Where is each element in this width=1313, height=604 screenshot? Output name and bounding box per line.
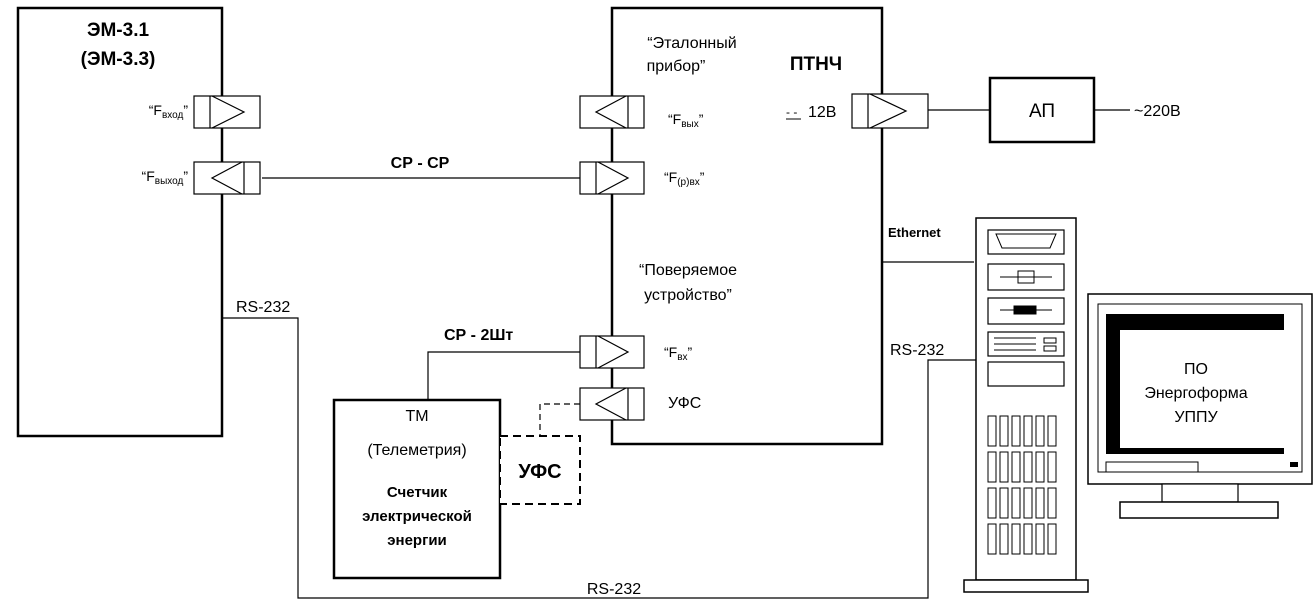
- connector-left-icon: [594, 387, 627, 421]
- cp-2sht-label: СР - 2Шт: [444, 327, 513, 344]
- tm-line4: электрической: [362, 508, 472, 525]
- monitor-line2: Энергоформа: [1144, 385, 1247, 402]
- ptnch-block: [610, 6, 884, 446]
- ufs-block-label: УФС: [518, 461, 561, 483]
- ptnch-title: ПТНЧ: [790, 54, 842, 75]
- power-12v-label: 12В: [808, 104, 836, 121]
- ethernet-label: Ethernet: [888, 225, 941, 240]
- connector-right-icon: [597, 161, 630, 195]
- ufs-block: [499, 435, 581, 505]
- ptnch-fout-label: “Fвых”: [668, 111, 704, 130]
- dc-symbol: - -: [786, 105, 797, 119]
- mains-label: ~220В: [1134, 103, 1181, 120]
- ptnch-fin-label: “Fвх”: [664, 344, 693, 363]
- dut-line2: устройство”: [644, 287, 732, 304]
- ap-label: АП: [1029, 101, 1055, 122]
- em-title-line1: ЭМ-3.1: [87, 20, 150, 41]
- ptnch-port-ufs: [579, 387, 645, 421]
- pc-rs232-label: RS-232: [890, 342, 944, 359]
- ap-block: [988, 76, 1096, 144]
- ptnch-port-power: [851, 93, 929, 129]
- rs232-cable: [222, 317, 976, 599]
- dut-line1: “Поверяемое: [639, 262, 737, 279]
- ref-device-line2: прибор”: [647, 58, 706, 75]
- ref-device-line1: “Эталонный: [647, 35, 736, 52]
- connector-right-icon: [869, 93, 908, 129]
- monitor-line1: ПО: [1184, 361, 1208, 378]
- em-port-out-label: “Fвыход”: [142, 168, 189, 187]
- cp-2sht-cable: [427, 351, 580, 400]
- connector-right-icon: [597, 335, 630, 369]
- em-rs232-label: RS-232: [236, 299, 290, 316]
- ptnch-ufs-label: УФС: [668, 395, 701, 412]
- em-title-line2: (ЭМ-3.3): [81, 49, 156, 70]
- bottom-rs232-label: RS-232: [587, 581, 641, 598]
- tm-line2: (Телеметрия): [367, 442, 466, 459]
- ptnch-port-fpin: [579, 161, 645, 195]
- ufs-link: [539, 403, 580, 436]
- cp-cp-label: СР - СР: [391, 155, 450, 172]
- connector-left-icon: [210, 161, 243, 195]
- monitor-line3: УППУ: [1174, 409, 1218, 426]
- ptnch-port-fout: [579, 95, 645, 129]
- tm-line5: энергии: [387, 532, 447, 549]
- tm-line3: Счетчик: [387, 484, 448, 501]
- connection-lines: [222, 109, 1130, 599]
- em-port-out: [193, 161, 261, 195]
- ptnch-port-fin: [579, 335, 645, 369]
- em-block: [16, 6, 224, 438]
- em-port-in-label: “Fвход”: [149, 102, 189, 121]
- ptnch-fpin-label: “F(р)вх”: [664, 169, 705, 188]
- tm-line1: ТМ: [405, 408, 428, 425]
- connector-left-icon: [594, 95, 627, 129]
- monitor-icon: [1087, 293, 1313, 519]
- connector-right-icon: [211, 95, 246, 129]
- em-port-in: [193, 95, 261, 129]
- pc-tower-icon: [963, 217, 1089, 593]
